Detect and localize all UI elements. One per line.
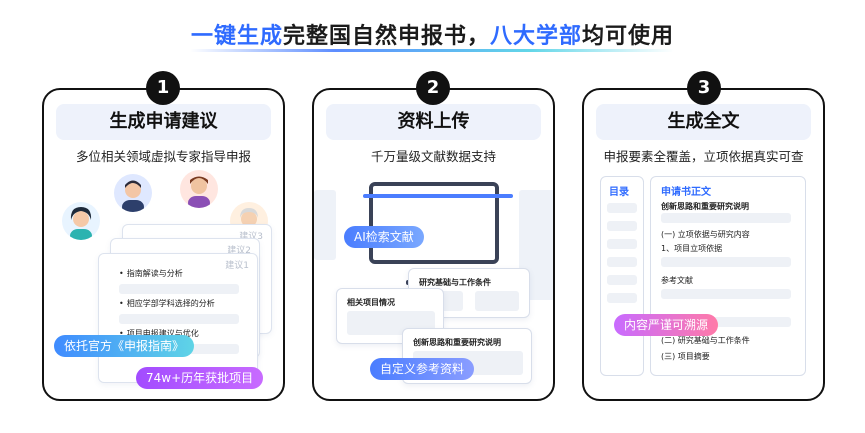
card-title: 生成申请建议 (56, 104, 271, 140)
card-title: 生成全文 (596, 104, 811, 140)
toc-line (607, 221, 637, 231)
toc-line (607, 257, 637, 267)
pill-approved-projects: 74w+历年获批项目 (136, 367, 264, 389)
pill-custom-references: 自定义参考资料 (370, 358, 475, 380)
doc-line: (三) 项目摘要 (661, 352, 710, 361)
mini-card-title: 研究基础与工作条件 (419, 278, 491, 287)
card-title: 资料上传 (326, 104, 541, 140)
pill-ai-search: AI检索文献 (344, 226, 424, 248)
card-subtitle: 千万量级文献数据支持 (370, 149, 496, 164)
headline-part-2: 完整国自然申报书， (282, 24, 490, 49)
page-headline: 一键生成完整国自然申报书，八大学部均可使用 (0, 18, 865, 50)
doc-title: 申请书正文 (661, 187, 711, 198)
pill-official-guide: 依托官方《申报指南》 (54, 335, 195, 357)
feature-card-upload-materials[interactable]: 资料上传 千万量级文献数据支持 AI检索文献 研究基础与工作条件 相关项目情况 … (312, 88, 555, 401)
step-badge-3: 3 (687, 71, 721, 105)
doc-line: 1、项目立项依据 (661, 244, 723, 253)
doc-line: (二) 研究基础与工作条件 (661, 336, 750, 345)
doc-placeholder (661, 317, 791, 327)
card-subtitle: 申报要素全覆盖，立项依据真实可查 (603, 149, 804, 164)
placeholder-bar (119, 314, 239, 324)
paper-tag: 建议1 (225, 261, 249, 271)
doc-placeholder (661, 289, 791, 299)
monitor-icon (363, 182, 513, 264)
expert-avatar-icon (180, 170, 218, 208)
advice-bullet: 指南解读与分析 (119, 268, 183, 279)
toc-title: 目录 (609, 187, 629, 198)
placeholder-block (475, 291, 519, 311)
toc-line (607, 293, 637, 303)
mini-card-title: 相关项目情况 (347, 298, 395, 307)
headline-part-4: 均可使用 (582, 24, 675, 49)
advice-bullet: 相应学部学科选择的分析 (119, 298, 215, 309)
doc-line: 参考文献 (661, 276, 693, 285)
step-badge-2: 2 (416, 71, 450, 105)
doc-placeholder (661, 257, 791, 267)
document-panel: 申请书正文 创新思路和重要研究说明 (一) 立项依据与研究内容 1、项目立项依据… (650, 176, 806, 376)
pill-traceable: 内容严谨可溯源 (614, 314, 719, 336)
step-badge-1: 1 (146, 71, 180, 105)
placeholder-bar (119, 284, 239, 294)
headline-underline (190, 49, 674, 52)
suggestion-paper-1: 建议1 指南解读与分析 相应学部学科选择的分析 项目申报建议与优化 (98, 253, 258, 383)
doc-line: (一) 立项依据与研究内容 (661, 230, 750, 239)
headline-part-3: 八大学部 (490, 24, 583, 49)
toc-panel: 目录 (600, 176, 644, 376)
paper-tag: 建议2 (227, 246, 251, 256)
toc-line (607, 203, 637, 213)
feature-card-generate-full-text[interactable]: 生成全文 申报要素全覆盖，立项依据真实可查 目录 申请书正文 创新思路和重要研究… (582, 88, 825, 401)
doc-line: 创新思路和重要研究说明 (661, 202, 749, 211)
feature-card-generate-advice[interactable]: 生成申请建议 多位相关领域虚拟专家指导申报 建议3 建议2 建议1 指南解读与分… (42, 88, 285, 401)
doc-placeholder (661, 213, 791, 223)
mini-card-related-projects: 相关项目情况 (336, 288, 444, 344)
card-subtitle: 多位相关领域虚拟专家指导申报 (75, 149, 251, 164)
scan-line (363, 194, 513, 198)
expert-avatar-icon (114, 174, 152, 212)
mini-card-title: 创新思路和重要研究说明 (413, 338, 501, 347)
advice-bullet: 项目申报建议与优化 (119, 328, 199, 339)
toc-line (607, 239, 637, 249)
headline-part-1: 一键生成 (190, 24, 283, 49)
toc-line (607, 275, 637, 285)
expert-avatar-icon (62, 202, 100, 240)
paper-tag: 建议3 (239, 232, 263, 242)
bg-decoration (314, 190, 336, 260)
